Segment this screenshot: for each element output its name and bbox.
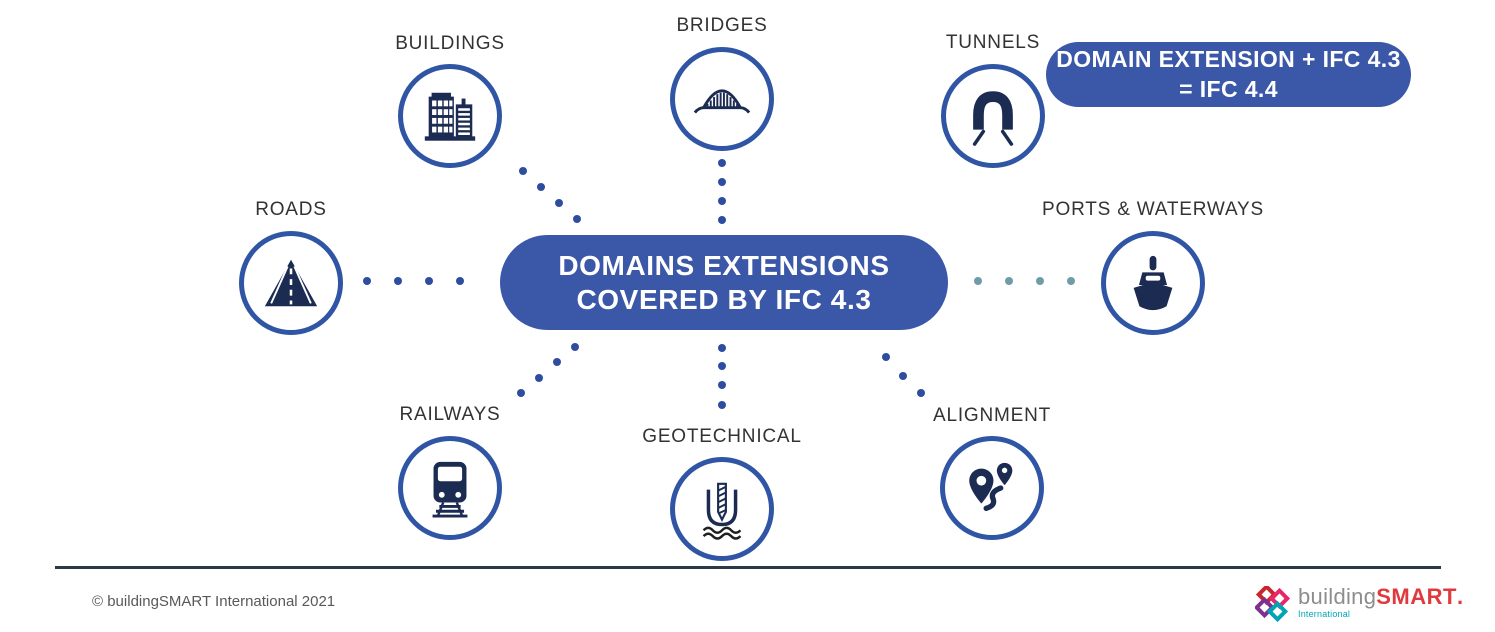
ship-icon bbox=[1133, 255, 1173, 311]
domain-label-alignment: ALIGNMENT bbox=[932, 405, 1052, 426]
road-icon bbox=[264, 259, 318, 307]
equation-pill: DOMAIN EXTENSION + IFC 4.3 = IFC 4.4 bbox=[1046, 42, 1411, 107]
logo-word-dot: . bbox=[1456, 584, 1464, 609]
domain-label-tunnels: TUNNELS bbox=[945, 32, 1041, 53]
domain-label-railways: RAILWAYS bbox=[399, 404, 501, 425]
logo-word-smart: SMART bbox=[1376, 584, 1457, 609]
map-pins-route-icon bbox=[969, 462, 1013, 512]
domain-label-buildings: BUILDINGS bbox=[395, 33, 505, 54]
bridge-icon bbox=[693, 89, 751, 114]
equation-pill-line2: = IFC 4.4 bbox=[1179, 75, 1278, 102]
buildings-icon bbox=[424, 92, 476, 141]
domain-node-geotechnical bbox=[670, 457, 774, 561]
equation-pill-line1: DOMAIN EXTENSION + IFC 4.3 bbox=[1056, 45, 1401, 72]
domain-label-ports: PORTS & WATERWAYS bbox=[1042, 199, 1264, 220]
domain-node-ports bbox=[1101, 231, 1205, 335]
logo-word-building: building bbox=[1298, 584, 1377, 609]
hub-pill-line2: COVERED BY IFC 4.3 bbox=[576, 283, 872, 315]
tunnel-icon bbox=[972, 91, 1014, 146]
hub-pill: DOMAINS EXTENSIONS COVERED BY IFC 4.3 bbox=[500, 235, 948, 330]
domain-label-bridges: BRIDGES bbox=[676, 15, 768, 36]
domain-node-buildings bbox=[398, 64, 502, 168]
domain-node-roads bbox=[239, 231, 343, 335]
domain-node-tunnels bbox=[941, 64, 1045, 168]
hub-pill-line1: DOMAINS EXTENSIONS bbox=[558, 249, 890, 281]
buildingsmart-logo-icon bbox=[1255, 586, 1291, 623]
logo-sub-international: International bbox=[1298, 609, 1351, 619]
borehole-drill-icon bbox=[702, 482, 742, 540]
copyright-text: © buildingSMART International 2021 bbox=[92, 593, 336, 610]
buildingsmart-logo: buildingSMART. International bbox=[1255, 586, 1463, 624]
domain-label-geotechnical: GEOTECHNICAL bbox=[642, 426, 802, 447]
buildingsmart-logo-text: buildingSMART. International bbox=[1298, 586, 1463, 619]
domain-node-alignment bbox=[940, 436, 1044, 540]
footer-divider bbox=[55, 566, 1441, 569]
domain-node-bridges bbox=[670, 47, 774, 151]
domain-node-railways bbox=[398, 436, 502, 540]
domain-label-roads: ROADS bbox=[255, 199, 327, 220]
train-icon bbox=[432, 461, 468, 518]
